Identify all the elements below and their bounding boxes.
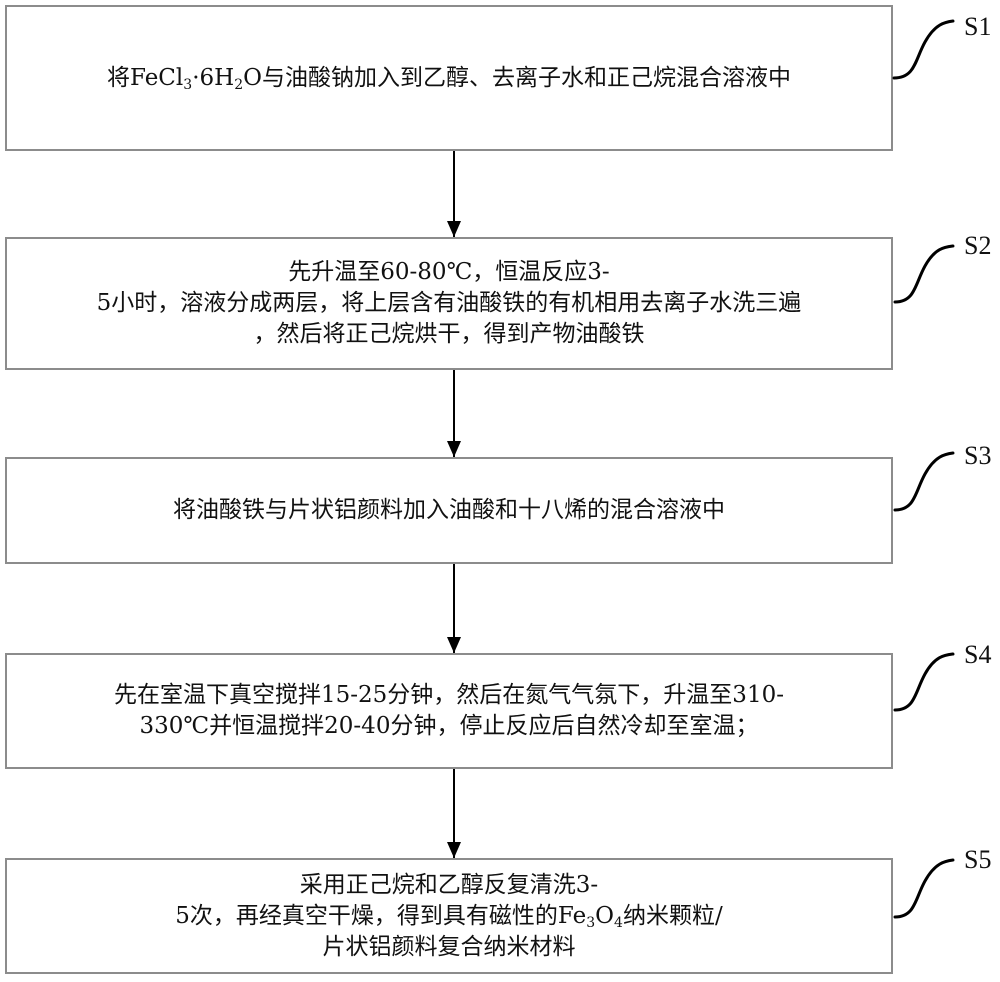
step-text-line: 先升温至60-80℃，恒温反应3-: [97, 257, 802, 288]
text-run: ，然后将正己烷烘干，得到产物油酸铁: [253, 321, 645, 347]
step-box-s4: 先在室温下真空搅拌15-25分钟，然后在氮气气氛下，升温至310- 330℃并恒温…: [5, 653, 893, 769]
step-text-line: 采用正己烷和乙醇反复清洗3-: [175, 870, 722, 901]
step-label-s4: S4: [964, 640, 992, 669]
step-box-s5: 采用正己烷和乙醇反复清洗3- 5次，再经真空干燥，得到具有磁性的Fe3O4纳米颗粒…: [5, 858, 893, 974]
arrow-head-s5: [447, 842, 461, 858]
step-box-s1: 将FeCl3·6H2O与油酸钠加入到乙醇、去离子水和正己烷混合溶液中: [5, 5, 893, 151]
step-label-s1: S1: [964, 12, 992, 41]
step-text-s4: 先在室温下真空搅拌15-25分钟，然后在氮气气氛下，升温至310- 330℃并恒温…: [114, 680, 784, 742]
text-run: 纳米颗粒/: [622, 902, 723, 929]
subscript: 2: [234, 76, 244, 93]
step-label-s3: S3: [964, 441, 992, 470]
subscript: 3: [183, 76, 193, 93]
label-leaders: [892, 19, 955, 919]
text-run: 先在室温下真空搅拌15-25分钟，然后在氮气气氛下，升温至310-: [114, 682, 784, 708]
text-run: 采用正己烷和乙醇反复清洗3-: [299, 871, 599, 898]
text-run: 将油酸铁与片状铝颜料加入油酸和十八烯的混合溶液中: [173, 497, 725, 523]
leader-curve-s5: [893, 858, 955, 919]
text-run: 5次，再经真空干燥，得到具有磁性的Fe: [175, 902, 587, 929]
flow-arrows: [447, 151, 461, 858]
text-run: 5小时，溶液分成两层，将上层含有油酸铁的有机相用去离子水洗三遍: [96, 290, 802, 316]
step-text-line: 5次，再经真空干燥，得到具有磁性的Fe3O4纳米颗粒/: [175, 901, 722, 932]
arrow-head-s2: [447, 221, 461, 237]
step-text-line: 330℃并恒温搅拌20-40分钟，停止反应后自然冷却至室温；: [114, 711, 784, 742]
text-run: 先升温至60-80℃，恒温反应3-: [288, 259, 610, 285]
step-box-s2: 先升温至60-80℃，恒温反应3- 5小时，溶液分成两层，将上层含有油酸铁的有机相…: [5, 237, 893, 370]
step-text-line: 将油酸铁与片状铝颜料加入油酸和十八烯的混合溶液中: [173, 495, 725, 526]
step-text-s1: 将FeCl3·6H2O与油酸钠加入到乙醇、去离子水和正己烷混合溶液中: [107, 63, 791, 94]
step-text-s2: 先升温至60-80℃，恒温反应3- 5小时，溶液分成两层，将上层含有油酸铁的有机相…: [97, 257, 802, 350]
arrow-head-s3: [447, 441, 461, 457]
text-run: 330℃并恒温搅拌20-40分钟，停止反应后自然冷却至室温；: [139, 713, 759, 739]
text-run: O: [595, 902, 615, 929]
text-run: ·6H: [192, 64, 235, 91]
step-text-line: 片状铝颜料复合纳米材料: [175, 932, 722, 963]
step-text-s5: 采用正己烷和乙醇反复清洗3- 5次，再经真空干燥，得到具有磁性的Fe3O4纳米颗粒…: [175, 870, 722, 963]
subscript: 4: [614, 914, 623, 931]
step-text-line: 先在室温下真空搅拌15-25分钟，然后在氮气气氛下，升温至310-: [114, 680, 784, 711]
step-text-line: 5小时，溶液分成两层，将上层含有油酸铁的有机相用去离子水洗三遍: [97, 288, 802, 319]
text-run: O与油酸钠加入到乙醇、去离子水和正己烷混合溶液中: [243, 64, 791, 91]
step-text-line: 将FeCl3·6H2O与油酸钠加入到乙醇、去离子水和正己烷混合溶液中: [107, 63, 791, 94]
leader-curve-s1: [892, 19, 955, 80]
step-box-s3: 将油酸铁与片状铝颜料加入油酸和十八烯的混合溶液中: [5, 457, 893, 564]
step-label-s5: S5: [964, 845, 992, 874]
text-run: 片状铝颜料复合纳米材料: [322, 933, 576, 960]
step-text-s3: 将油酸铁与片状铝颜料加入油酸和十八烯的混合溶液中: [173, 495, 725, 526]
leader-curve-s4: [893, 652, 955, 712]
arrow-head-s4: [447, 637, 461, 653]
subscript: 3: [586, 914, 596, 931]
step-text-line: ，然后将正己烷烘干，得到产物油酸铁: [97, 319, 802, 350]
leader-curve-s3: [893, 451, 955, 512]
step-label-s2: S2: [964, 231, 992, 260]
leader-curve-s2: [893, 244, 955, 304]
text-run: 将FeCl: [107, 64, 184, 91]
